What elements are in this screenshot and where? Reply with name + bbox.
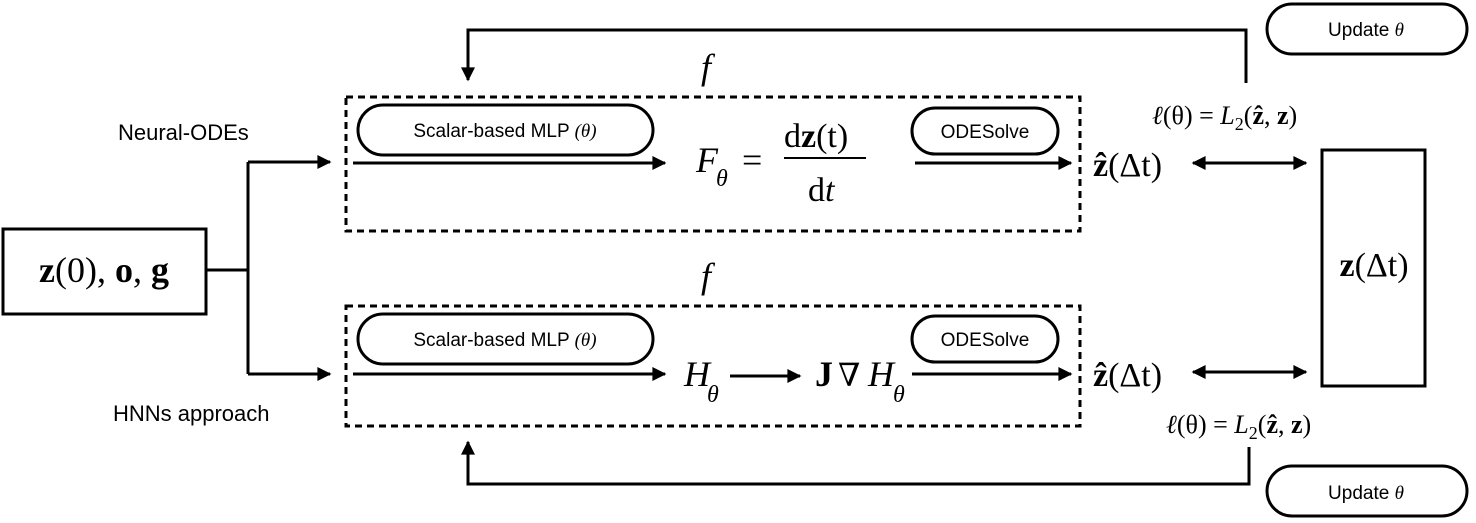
target-label: z(Δt) — [1339, 247, 1408, 284]
svg-text:H: H — [867, 354, 896, 394]
top-odesolve-pill — [910, 106, 1060, 156]
top-f-label: f — [701, 47, 716, 87]
bottom-mlp-text: Scalar-based MLP (θ) — [413, 330, 596, 351]
svg-text:F: F — [695, 140, 719, 180]
input-box — [1, 227, 208, 316]
target-box — [1320, 148, 1427, 388]
svg-text:J: J — [815, 354, 833, 394]
branch-connector — [206, 155, 332, 381]
bottom-prediction: ẑ(Δt) — [1093, 357, 1162, 394]
svg-text:=: = — [742, 140, 762, 180]
hnns-approach-label: HNNs approach — [113, 401, 270, 426]
input-label: z(0), o, g — [39, 250, 169, 290]
bottom-loss: ℓ(θ) = L2(ẑ, z) — [1166, 410, 1311, 443]
bottom-mlp-pill — [356, 312, 655, 366]
bottom-f-label: f — [701, 256, 716, 296]
hnn-box — [344, 304, 1082, 428]
neural-odes-label: Neural-ODEs — [118, 120, 249, 145]
bottom-feedback-arrow — [461, 440, 1251, 486]
bottom-update-text: Update θ — [1328, 483, 1404, 504]
top-update-text: Update θ — [1328, 20, 1404, 41]
svg-text:H: H — [683, 354, 712, 394]
top-loss: ℓ(θ) = L2(ẑ, z) — [1152, 101, 1297, 134]
svg-text:dz(t): dz(t) — [784, 118, 848, 155]
svg-text:θ: θ — [707, 382, 719, 408]
svg-text:θ: θ — [716, 166, 728, 192]
top-odesolve-text: ODESolve — [941, 122, 1030, 143]
svg-text:dt: dt — [808, 172, 836, 209]
svg-text:∇: ∇ — [838, 357, 860, 393]
top-mlp-pill — [356, 103, 655, 157]
bottom-formula: H θ J ∇ H θ — [683, 354, 905, 408]
top-update-pill — [1265, 2, 1469, 56]
bottom-update-pill — [1265, 464, 1469, 518]
svg-text:θ: θ — [893, 382, 905, 408]
bottom-odesolve-text: ODESolve — [941, 330, 1030, 351]
bottom-odesolve-pill — [910, 314, 1060, 364]
top-feedback-arrow — [461, 28, 1248, 83]
top-mlp-text: Scalar-based MLP (θ) — [413, 121, 596, 142]
neural-ode-box — [344, 95, 1082, 233]
top-formula: F θ = dz(t) dt — [695, 118, 866, 209]
top-prediction: ẑ(Δt) — [1093, 147, 1162, 184]
